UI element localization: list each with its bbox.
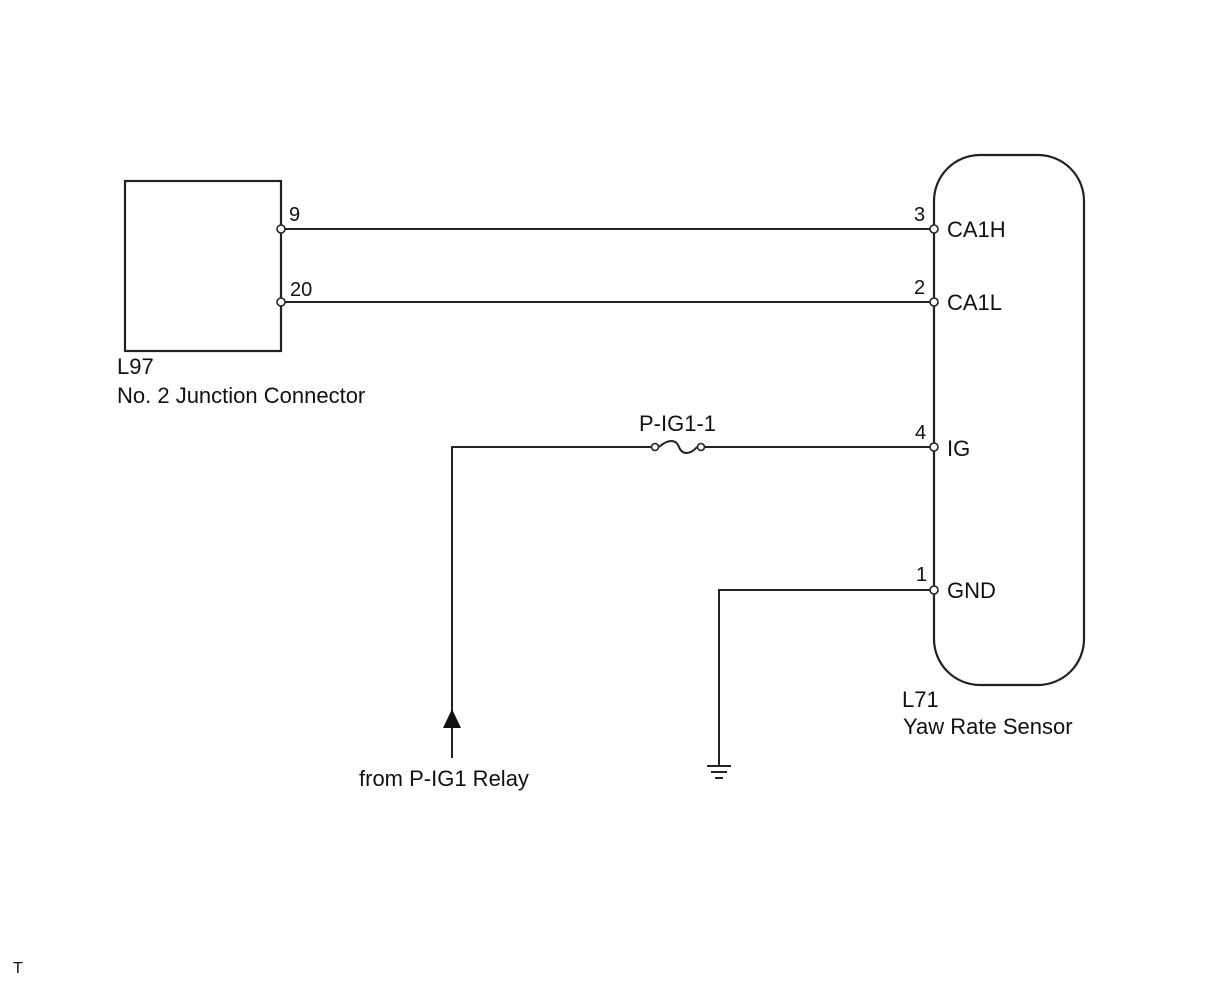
sensor-pin-2-signal: CA1L (947, 290, 1002, 315)
fuse-terminal-left (650, 442, 660, 452)
junction-pin-20-terminal (276, 297, 286, 307)
fuse-symbol (658, 440, 698, 454)
yaw-rate-sensor-box (932, 153, 1086, 687)
junction-connector-code: L97 (117, 354, 154, 379)
sensor-pin-2-number: 2 (914, 277, 925, 299)
corner-mark: T (13, 960, 23, 977)
yaw-rate-sensor-name: Yaw Rate Sensor (903, 714, 1073, 739)
fuse-terminal-right (696, 442, 706, 452)
sensor-pin-4-terminal (929, 442, 939, 452)
junction-connector-name: No. 2 Junction Connector (117, 383, 365, 408)
fuse-label: P-IG1-1 (639, 411, 716, 436)
power-source-label: from P-IG1 Relay (359, 766, 529, 791)
sensor-pin-3-terminal (929, 224, 939, 234)
yaw-rate-sensor-code: L71 (902, 687, 939, 712)
sensor-pin-3-number: 3 (914, 204, 925, 226)
junction-pin-20-label: 20 (290, 279, 312, 301)
sensor-pin-1-number: 1 (916, 564, 927, 586)
sensor-pin-4-number: 4 (915, 422, 926, 444)
sensor-pin-3-signal: CA1H (947, 217, 1006, 242)
junction-connector-box (123, 179, 283, 353)
ground-icon (707, 765, 731, 779)
junction-pin-9-terminal (276, 224, 286, 234)
junction-pin-9-label: 9 (289, 204, 300, 226)
arrow-up-icon (443, 709, 461, 728)
sensor-pin-1-terminal (929, 585, 939, 595)
wire-gnd (718, 589, 930, 765)
sensor-pin-2-terminal (929, 297, 939, 307)
sensor-pin-4-signal: IG (947, 436, 970, 461)
sensor-pin-1-signal: GND (947, 578, 996, 603)
wire-ig-from-relay (451, 446, 652, 727)
